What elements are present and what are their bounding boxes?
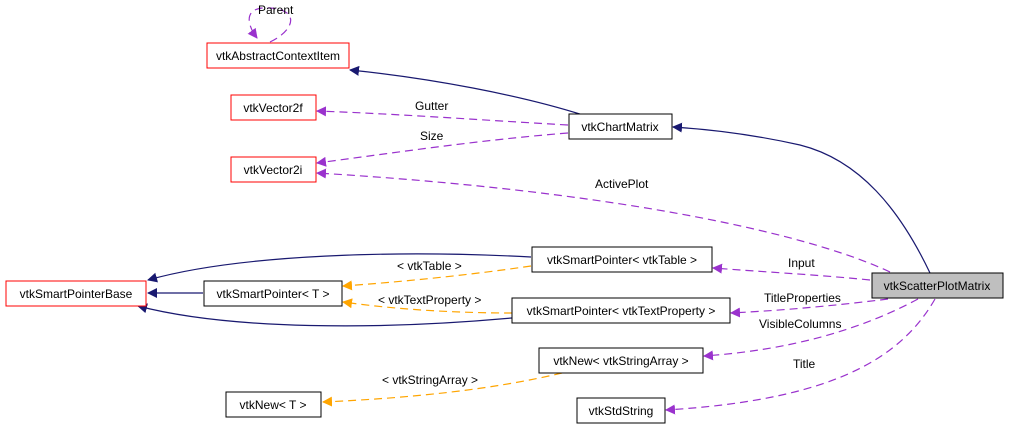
node-vtksmartpointerbase[interactable]: vtkSmartPointerBase bbox=[5, 280, 147, 307]
node-label: vtkNew< vtkStringArray > bbox=[553, 354, 688, 368]
node-label: vtkSmartPointer< vtkTable > bbox=[547, 253, 697, 267]
edge-input bbox=[712, 263, 871, 281]
node-label: vtkChartMatrix bbox=[581, 120, 658, 134]
label-gutter: Gutter bbox=[415, 99, 448, 113]
node-label: vtkNew< T > bbox=[240, 398, 307, 412]
node-vtkstdstring[interactable]: vtkStdString bbox=[576, 397, 666, 424]
label-template-vtktable: < vtkTable > bbox=[397, 259, 462, 273]
label-titleproperties: TitleProperties bbox=[764, 291, 841, 305]
edge-sptextprop-inherits-base bbox=[137, 303, 513, 327]
edge-titleproperties bbox=[730, 298, 889, 318]
label-input: Input bbox=[788, 256, 815, 270]
node-vtknew-vtkstringarray[interactable]: vtkNew< vtkStringArray > bbox=[538, 347, 704, 374]
node-label: vtkVector2i bbox=[244, 163, 303, 177]
edge-template-vtktable bbox=[342, 265, 532, 291]
edge-template-vtkstringarray bbox=[322, 372, 563, 407]
node-label: vtkStdString bbox=[589, 404, 654, 418]
label-template-vtkstringarray: < vtkStringArray > bbox=[382, 373, 478, 387]
node-vtkvector2f[interactable]: vtkVector2f bbox=[230, 94, 317, 121]
node-label: vtkAbstractContextItem bbox=[216, 49, 340, 63]
edge-template-vtktextproperty bbox=[342, 298, 513, 314]
label-title: Title bbox=[793, 357, 816, 371]
node-label: vtkSmartPointerBase bbox=[20, 287, 133, 301]
edge-gutter bbox=[316, 106, 569, 126]
edge-sptable-inherits-base bbox=[147, 253, 532, 283]
node-vtkvector2i[interactable]: vtkVector2i bbox=[230, 156, 317, 183]
label-visiblecolumns: VisibleColumns bbox=[759, 317, 841, 331]
edge-parent bbox=[247, 7, 292, 43]
node-label: vtkSmartPointer< vtkTextProperty > bbox=[527, 304, 716, 318]
node-vtkscatterplotmatrix[interactable]: vtkScatterPlotMatrix bbox=[871, 272, 1004, 299]
edges bbox=[137, 7, 936, 415]
edge-scatterplotmatrix-inherits-chartmatrix bbox=[672, 122, 931, 274]
node-vtknew-t[interactable]: vtkNew< T > bbox=[225, 391, 322, 418]
node-label: vtkScatterPlotMatrix bbox=[884, 279, 991, 293]
node-label: vtkSmartPointer< T > bbox=[217, 287, 330, 301]
label-activeplot: ActivePlot bbox=[595, 177, 649, 191]
edge-chartmatrix-inherits-abstractcontextitem bbox=[349, 65, 584, 116]
label-template-vtktextproperty: < vtkTextProperty > bbox=[378, 293, 481, 307]
node-label: vtkVector2f bbox=[243, 101, 303, 115]
edge-labels: Parent Gutter Size ActivePlot < vtkTable… bbox=[258, 3, 841, 387]
label-size: Size bbox=[420, 129, 444, 143]
node-vtkchartmatrix[interactable]: vtkChartMatrix bbox=[568, 113, 673, 140]
node-vtksmartpointer-vtktextproperty[interactable]: vtkSmartPointer< vtkTextProperty > bbox=[511, 297, 731, 324]
edge-activeplot bbox=[316, 168, 891, 273]
node-vtksmartpointer-t[interactable]: vtkSmartPointer< T > bbox=[203, 280, 343, 307]
edge-size bbox=[316, 132, 569, 167]
edge-title bbox=[665, 298, 936, 415]
node-vtkabstractcontextitem[interactable]: vtkAbstractContextItem bbox=[206, 42, 350, 69]
label-parent: Parent bbox=[258, 3, 294, 17]
node-vtksmartpointer-vtktable[interactable]: vtkSmartPointer< vtkTable > bbox=[531, 246, 713, 273]
